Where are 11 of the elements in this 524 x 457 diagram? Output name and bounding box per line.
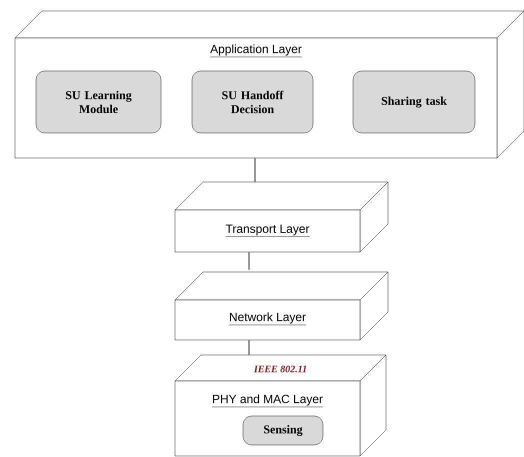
module-box: Sensing [242,416,324,446]
layer-box: Network Layer [174,272,388,340]
connector-line [248,340,250,356]
node-label: IEEE 802.11 [254,366,306,372]
module-box: SU Learning Module [36,70,162,134]
node-label: PHY and MAC Layer [213,394,323,406]
module-box: SU Handoff Decision [192,70,314,134]
connector-line [254,158,256,182]
connector-line [248,252,250,270]
layer-box: Transport Layer [174,182,388,252]
module-box: Sharing task [352,70,476,134]
